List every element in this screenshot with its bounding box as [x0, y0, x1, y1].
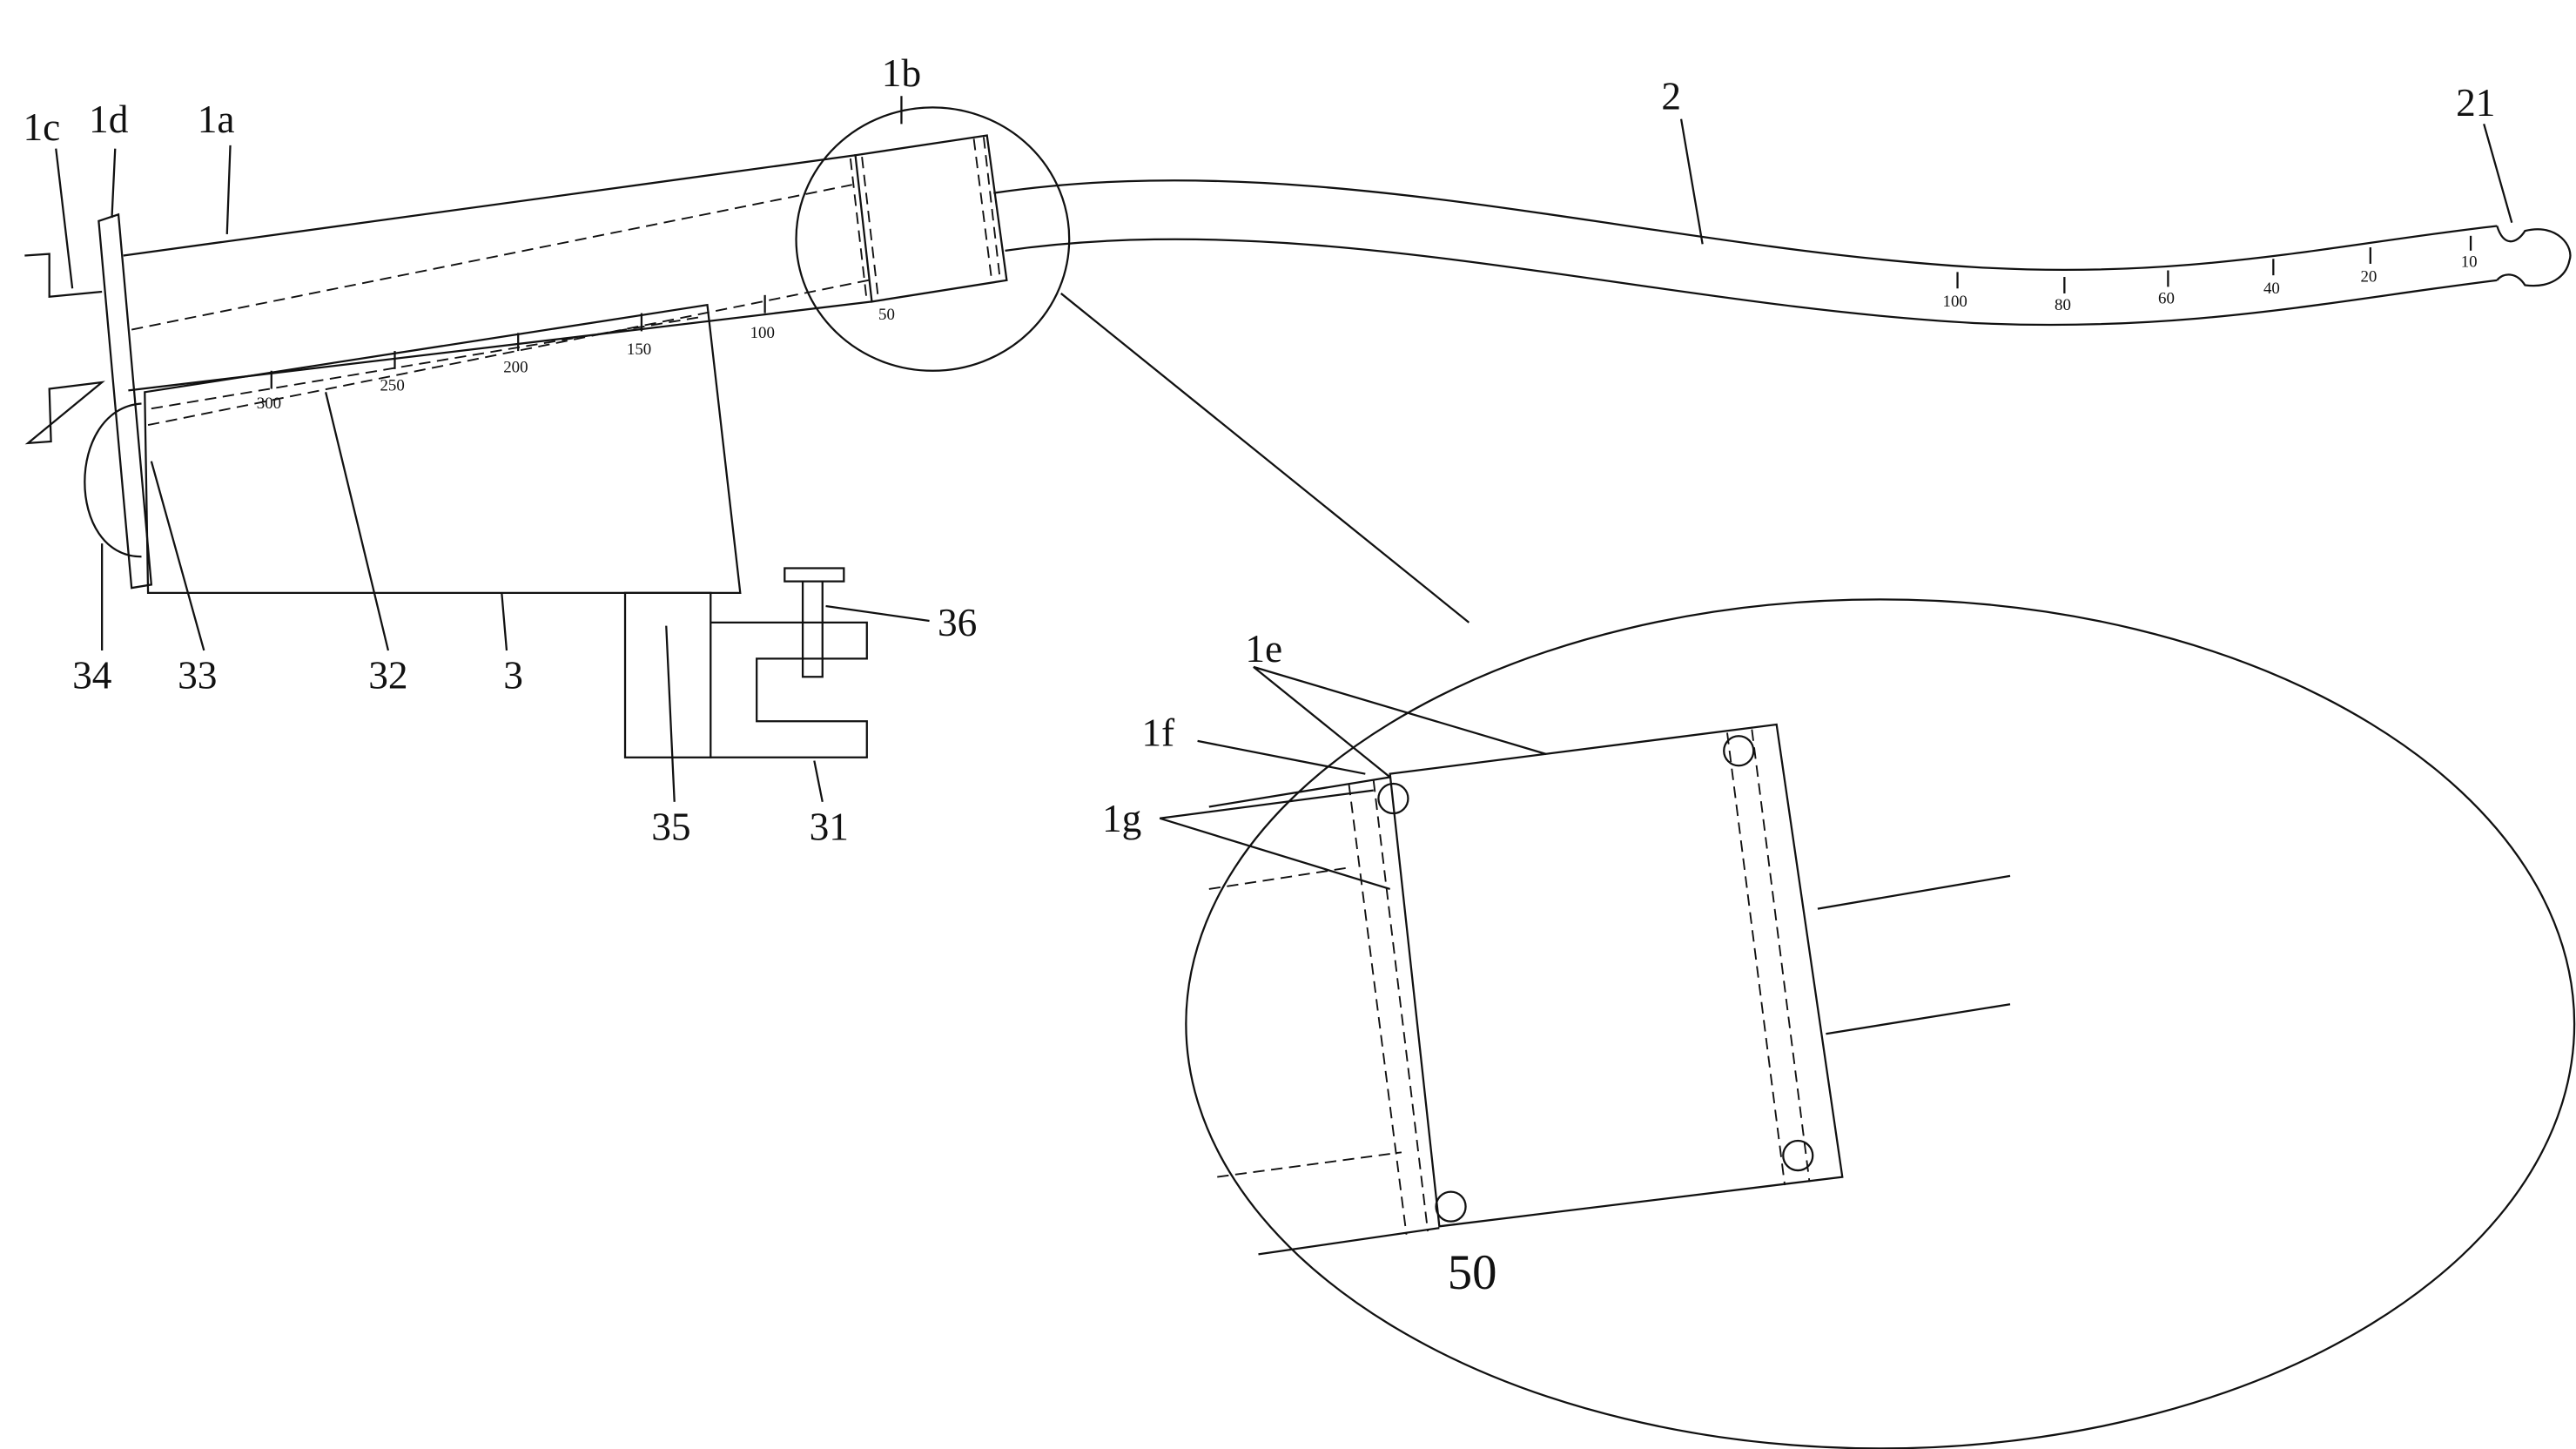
clamp — [710, 621, 868, 758]
housing-box — [144, 303, 742, 594]
label-1f: 1f — [1141, 711, 1175, 755]
label-1a: 1a — [198, 98, 235, 141]
label-1d: 1d — [89, 98, 129, 141]
label-31: 31 — [810, 805, 849, 848]
label-36: 36 — [938, 601, 977, 644]
tube-scale-label: 60 — [2158, 289, 2175, 307]
box-scale-label: 150 — [627, 340, 651, 359]
tube-scale-label: 20 — [2360, 268, 2377, 286]
detail-barrel-inner — [1208, 866, 1402, 1178]
tube-scale-label: 40 — [2263, 280, 2280, 298]
plunger-handle — [24, 253, 105, 445]
detail-leaders — [1159, 665, 1547, 891]
clamp-block — [623, 591, 712, 758]
label-50: 50 — [1448, 1245, 1497, 1300]
label-33: 33 — [178, 653, 217, 697]
label-35: 35 — [651, 805, 690, 848]
label-2: 2 — [1661, 74, 1681, 118]
detail-circle-small — [795, 106, 1071, 372]
detail-barrel — [1208, 776, 2011, 1256]
box-scale-label: 300 — [257, 394, 281, 413]
barrel — [123, 154, 872, 392]
barrel-inner-lines — [131, 184, 869, 427]
tube-tip — [2496, 226, 2572, 287]
label-32: 32 — [368, 653, 407, 697]
label-3: 3 — [503, 653, 523, 697]
detail-circle-large — [1185, 598, 2576, 1449]
box-inner-line — [151, 315, 704, 410]
handle — [84, 402, 142, 558]
piston-seals — [849, 137, 1001, 302]
label-21: 21 — [2456, 81, 2495, 125]
tube-scale-label: 10 — [2461, 253, 2478, 272]
detail-seal-rings — [1377, 735, 1814, 1223]
detail-piston-seals — [1348, 729, 1811, 1235]
clamp-screw — [784, 567, 845, 678]
label-1e: 1e — [1245, 627, 1282, 671]
label-34: 34 — [72, 653, 111, 697]
label-1g: 1g — [1102, 797, 1141, 840]
label-1c: 1c — [23, 105, 60, 149]
label-1b: 1b — [882, 51, 921, 95]
tube-scale-label: 100 — [1943, 293, 1967, 311]
flange — [98, 212, 153, 590]
reference-labels: 1c 1d 1a 1b 2 21 34 33 32 3 36 35 31 1e … — [23, 51, 2495, 1300]
leader-lines — [55, 96, 2513, 803]
box-scale-label: 100 — [750, 324, 775, 342]
box-scale-label: 250 — [380, 376, 404, 394]
detail-piston — [1389, 723, 1844, 1228]
box-scale-label: 50 — [878, 306, 895, 324]
tube — [993, 179, 2498, 327]
box-scale-label: 200 — [503, 359, 528, 377]
box-scale: 300 250 200 150 100 50 — [257, 294, 895, 413]
piston — [854, 134, 1008, 303]
tube-scale-label: 80 — [2055, 296, 2071, 314]
tube-scale: 100 80 60 40 20 10 — [1943, 235, 2478, 314]
